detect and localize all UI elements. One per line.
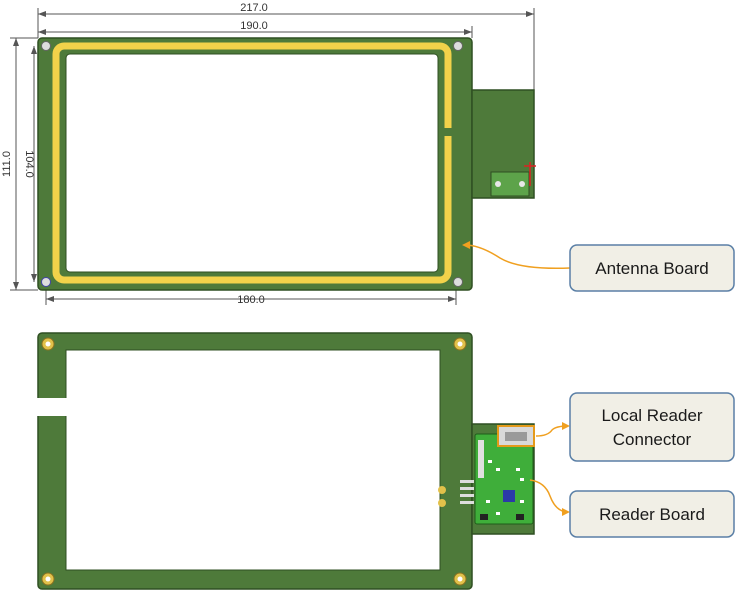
top-view: 217.0 190.0 180.0 111.0 104.0 — [1, 2, 536, 306]
dim-antenna-width: 180.0 — [237, 294, 265, 306]
reader-components — [460, 440, 524, 520]
reader-board-leader — [529, 479, 569, 513]
left-edge-slot — [36, 398, 68, 416]
reader-board-arrowhead — [562, 508, 570, 516]
local-reader-connector-label-line1: Local Reader — [601, 406, 702, 425]
connector-arrowhead — [562, 422, 570, 430]
dim-overall-width: 217.0 — [240, 2, 268, 14]
antenna-window — [65, 53, 439, 273]
reader-board-label: Reader Board — [599, 505, 705, 524]
reader-board-callout — [569, 490, 735, 538]
dim-board-height: 104.0 — [23, 150, 35, 178]
antenna-board-leader — [464, 244, 571, 270]
antenna-trace — [52, 42, 452, 284]
antenna-trace-gap — [440, 128, 454, 136]
local-reader-connector-label-line2: Connector — [613, 430, 692, 449]
mounting-holes — [41, 41, 463, 287]
bottom-mounting-pads — [41, 337, 467, 586]
bottom-board-opening — [65, 349, 441, 571]
dimension-lines — [10, 8, 535, 305]
antenna-board-label: Antenna Board — [595, 259, 708, 278]
local-reader-connector-callout — [569, 392, 735, 462]
tab-connector-pin — [495, 181, 501, 187]
dim-overall-height: 111.0 — [1, 151, 13, 177]
dim-board-width: 190.0 — [240, 20, 268, 32]
antenna-board-callout — [569, 244, 735, 292]
antenna-feed-pads — [438, 486, 446, 507]
antenna-board-arrowhead — [462, 241, 470, 249]
tab-connector-pin — [519, 181, 525, 187]
bottom-view — [36, 332, 535, 590]
callouts: Antenna Board Local Reader Connector Rea… — [462, 241, 735, 538]
connector-port — [505, 432, 527, 441]
dimension-arrowheads — [13, 11, 534, 302]
connector-leader — [535, 425, 569, 437]
